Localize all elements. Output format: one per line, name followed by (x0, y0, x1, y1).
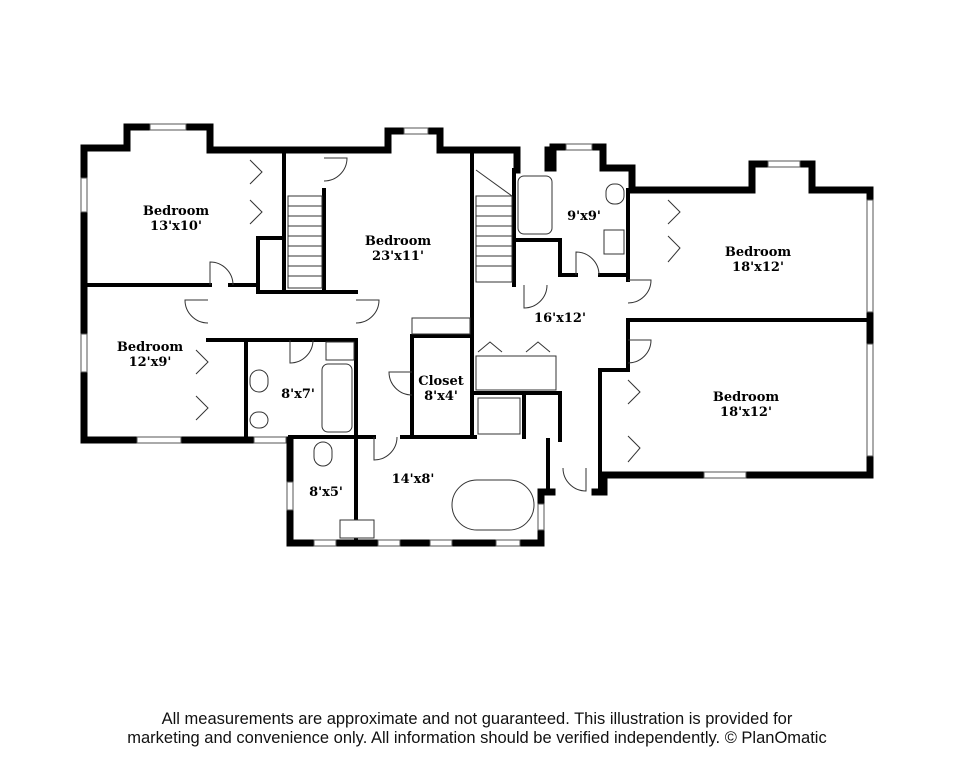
staircase-right (475, 169, 513, 283)
room-dims-bedroom-3: 12'x9' (129, 355, 172, 370)
room-name-bedroom-4: Bedroom (725, 245, 792, 260)
windows (80, 123, 874, 547)
doors (184, 157, 681, 492)
room-dims-bedroom-5: 18'x12' (720, 405, 772, 420)
room-name-bedroom-1: Bedroom (143, 204, 210, 219)
room-dims-bath-2: 9'x9' (567, 209, 601, 224)
room-name-bedroom-2: Bedroom (365, 234, 432, 249)
disclaimer: All measurements are approximate and not… (40, 710, 914, 748)
disclaimer-line-2: marketing and convenience only. All info… (127, 729, 827, 747)
room-dims-hall: 16'x12' (534, 311, 586, 326)
room-dims-bedroom-4: 18'x12' (732, 260, 784, 275)
interior-walls (82, 148, 872, 545)
room-dims-bedroom-2: 23'x11' (372, 249, 424, 264)
fixtures (249, 175, 625, 539)
staircase-left (287, 195, 323, 289)
room-labels: Bedroom 13'x10' Bedroom 23'x11' Bedroom … (117, 204, 792, 500)
room-name-bedroom-3: Bedroom (117, 340, 184, 355)
room-dims-bedroom-1: 13'x10' (150, 219, 202, 234)
disclaimer-line-1: All measurements are approximate and not… (161, 710, 793, 728)
room-dims-bath-3: 14'x8' (392, 472, 435, 487)
room-dims-bath-1: 8'x7' (281, 387, 315, 402)
room-name-bedroom-5: Bedroom (713, 390, 780, 405)
room-dims-wc: 8'x5' (309, 485, 343, 500)
room-name-closet: Closet (418, 374, 464, 389)
room-dims-closet: 8'x4' (424, 389, 458, 404)
exterior-walls (80, 123, 874, 547)
